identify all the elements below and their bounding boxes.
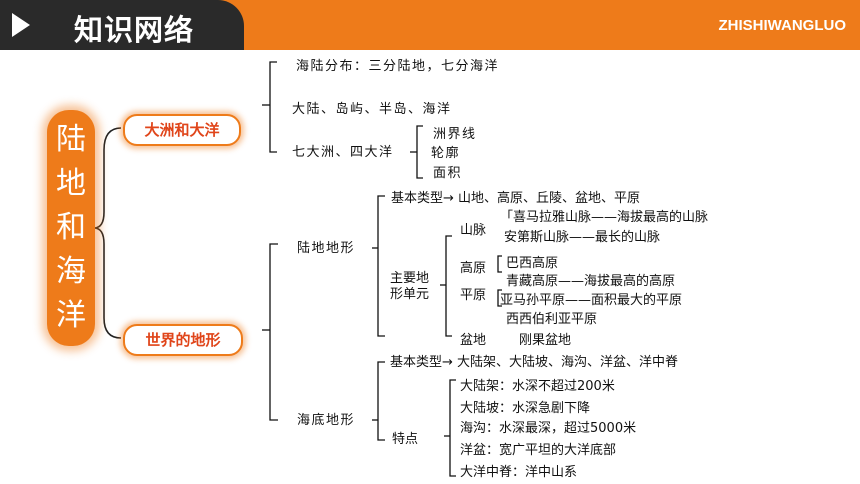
feature-ocean-basin: 洋盆：宽广平坦的大洋底部 xyxy=(460,443,617,458)
branch2-bracket xyxy=(269,243,278,421)
branch1-sub-bracket xyxy=(416,125,423,179)
branch1-bracket xyxy=(269,61,277,153)
mountain-label: 山脉 xyxy=(460,223,487,238)
play-icon xyxy=(12,13,30,37)
plain-label: 平原 xyxy=(460,288,487,303)
land-bracket xyxy=(377,195,385,337)
continent-boundary: 洲界线 xyxy=(433,127,477,142)
main-title-box: 陆 地 和 海 洋 xyxy=(47,110,95,346)
sea-bracket xyxy=(377,361,385,441)
plateau-brazil: 巴西高原 xyxy=(506,256,559,271)
mountain-andes: 安第斯山脉——最长的山脉 xyxy=(504,230,661,245)
continent-outline: 轮廓 xyxy=(431,146,461,161)
main-brace xyxy=(93,127,122,339)
header-brand: ZHISHIWANGLUO xyxy=(718,17,847,34)
plateau-label: 高原 xyxy=(460,261,487,276)
units-bracket xyxy=(445,235,452,337)
land-sea-distribution: 海陆分布：三分陆地，七分海洋 xyxy=(296,59,500,74)
feature-trench: 海沟：水深最深，超过5000米 xyxy=(460,421,637,436)
features-bracket xyxy=(449,379,456,477)
branch-continents-oceans: 大洲和大洋 xyxy=(123,114,241,146)
mountain-himalaya: 「喜马拉雅山脉——海拔最高的山脉 xyxy=(500,210,709,225)
feature-continental-slope: 大陆坡：水深急剧下降 xyxy=(460,401,591,416)
header-bar: 知识网络 ZHISHIWANGLUO xyxy=(0,0,860,50)
continent-area: 面积 xyxy=(433,166,463,181)
sea-basic-types: 基本类型→ 大陆架、大陆坡、海沟、洋盆、洋中脊 xyxy=(390,355,679,370)
basin-congo: 刚果盆地 xyxy=(519,333,572,348)
feature-mid-ocean-ridge: 大洋中脊：洋中山系 xyxy=(460,465,578,480)
plain-west-siberia: 西西伯利亚平原 xyxy=(506,312,598,327)
branch-world-landforms: 世界的地形 xyxy=(123,324,243,356)
land-basic-types: 基本类型→ 山地、高原、丘陵、盆地、平原 xyxy=(391,191,641,206)
land-concepts: 大陆、岛屿、半岛、海洋 xyxy=(292,102,452,117)
main-title: 陆 地 和 海 洋 xyxy=(56,122,86,333)
sea-features-label: 特点 xyxy=(392,432,419,447)
land-landform-label: 陆地地形 xyxy=(297,241,356,256)
seven-continents-four-oceans: 七大洲、四大洋 xyxy=(292,145,394,160)
sea-floor-label: 海底地形 xyxy=(297,413,356,428)
plain-amazon: 亚马孙平原——面积最大的平原 xyxy=(500,293,683,308)
main-landform-units-label: 主要地 形单元 xyxy=(390,271,430,302)
plateau-tibet: 青藏高原——海拔最高的高原 xyxy=(506,274,676,289)
basin-label: 盆地 xyxy=(460,333,487,348)
feature-continental-shelf: 大陆架：水深不超过200米 xyxy=(460,379,615,394)
header-tab: 知识网络 xyxy=(0,0,244,50)
page-title: 知识网络 xyxy=(74,13,195,47)
